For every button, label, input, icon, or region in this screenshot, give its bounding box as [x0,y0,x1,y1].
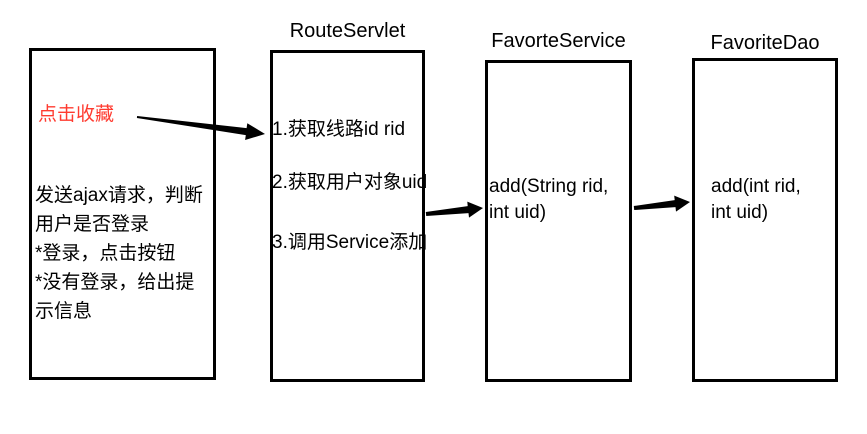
client-description: 发送ajax请求，判断 用户是否登录 *登录，点击按钮 *没有登录，给出提 示信… [35,181,203,326]
route-servlet-title: RouteServlet [289,20,406,42]
favorte-service-title: FavorteService [491,30,626,52]
favorite-dao-box [692,58,838,382]
client-description-line: 用户是否登录 [35,214,150,235]
arrow-servlet-to-service [425,201,483,218]
servlet-step-3: 3.调用Service添加 [272,232,428,253]
servlet-step-1: 1.获取线路id rid [272,119,406,140]
dao-method-signature: add(int rid, [711,176,801,197]
servlet-step-2: 2.获取用户对象uid [272,172,428,193]
client-box [29,48,216,380]
dao-method-signature: int uid) [711,202,769,223]
service-method-signature: add(String rid, [489,176,609,197]
route-servlet-box [270,50,425,382]
favorite-dao-title: FavoriteDao [710,32,820,54]
service-method-signature: int uid) [489,202,547,223]
click-favorite-label: 点击收藏 [38,104,115,125]
client-description-line: 示信息 [35,301,93,322]
client-description-line: *没有登录，给出提 [35,272,195,293]
client-description-line: 发送ajax请求，判断 [35,185,203,206]
favorte-service-box [485,60,632,382]
client-description-line: *登录，点击按钮 [35,243,176,264]
arrow-service-to-dao [633,195,690,212]
